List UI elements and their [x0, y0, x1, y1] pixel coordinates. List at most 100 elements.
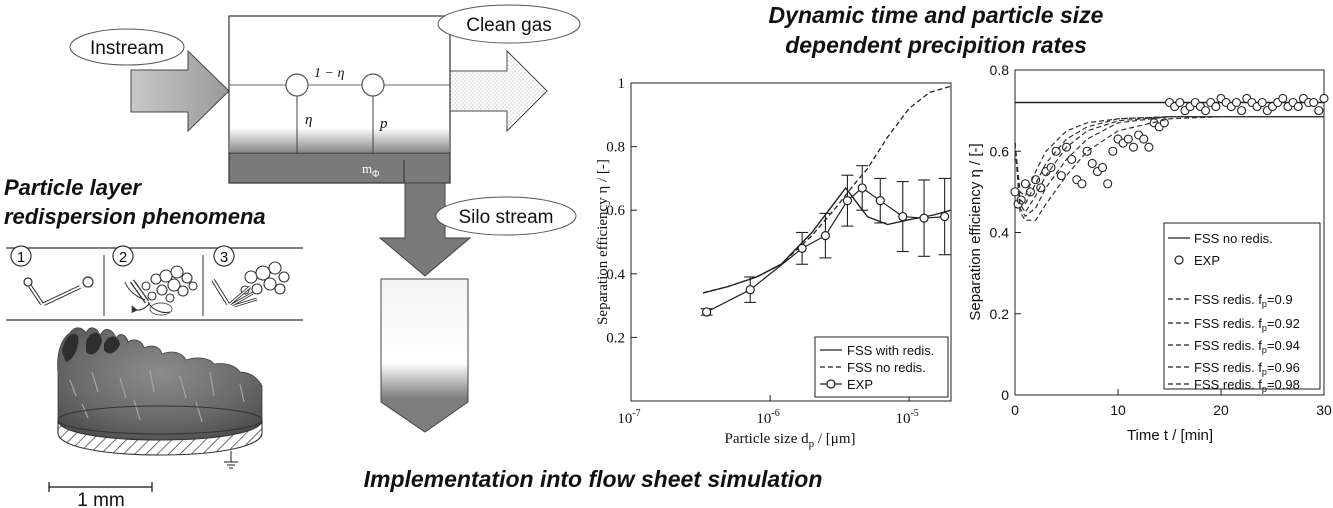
chart-2-legend-text-2: FSS redis. f	[1194, 292, 1262, 307]
chart-1-ytick-label: 0.8	[606, 140, 625, 156]
chart-2-exp-point	[1020, 179, 1030, 189]
chart-1-legend-label-1: FSS no redis.	[847, 360, 926, 375]
one-minus-eta-label: 1 − η	[314, 66, 344, 81]
heading-top-right-line1: Dynamic time and particle size	[769, 2, 1104, 28]
step-1-impact-arrow-inner	[29, 285, 43, 305]
particle-layer-dark-tufts	[62, 332, 120, 362]
chart-2-exp-point	[1257, 97, 1267, 108]
m-phi-subscript: Φ	[372, 169, 379, 180]
chart-1-ytick-label: 0.6	[606, 203, 625, 219]
step-1-particle-end	[82, 276, 94, 288]
chart-2-exp-point	[1108, 146, 1118, 156]
chart-2-legend-label-3: FSS redis. fp=0.92	[1194, 316, 1300, 333]
split-node-1	[285, 73, 309, 97]
chart-2-exp-point	[1278, 93, 1288, 103]
chart-1-exp-point	[875, 196, 885, 206]
chart-2-legend-text-6: FSS redis. f	[1194, 377, 1262, 392]
chart-2-exp-point	[1201, 106, 1211, 116]
chart-2-xtick-label: 0	[1011, 402, 1019, 418]
redispersion-panel: 1 2 3	[6, 245, 303, 321]
chart-1-series-dashed	[702, 85, 952, 294]
particle-layer-illustration: 1 mm	[48, 327, 263, 508]
step-3-lift-arrows-inner	[229, 286, 258, 307]
step-3-impact-arrow-inner	[212, 279, 229, 305]
chart-2-legend-val-2: =0.9	[1267, 292, 1293, 307]
chart-2-exp-point	[1175, 97, 1185, 108]
chart-1-xtick-exponent: -5	[910, 408, 918, 419]
chart-2-legend: FSS no redis. EXP FSS redis. fp=0.9 FSS …	[1163, 222, 1321, 394]
instream-label: Instream	[90, 38, 164, 59]
chart-1-xtick-exponent: -6	[771, 408, 779, 419]
settled-layer-gradient	[230, 128, 449, 152]
clean-gas-bubble	[437, 4, 581, 44]
chart-2-legend-text-5: FSS redis. f	[1194, 360, 1262, 375]
heading-bottom: Implementation into flow sheet simulatio…	[364, 466, 823, 492]
chart-2-ytick-label: 0.6	[990, 143, 1010, 159]
flow-sheet-diagram: 1 − η η p mΦ Instream Clean gas Silo str…	[69, 4, 581, 433]
chart-1-exp-point	[857, 183, 867, 193]
silo-container	[380, 278, 469, 433]
chart-2-legend-text-4: FSS redis. f	[1194, 338, 1262, 353]
chart-1-xtick-exponent: -7	[632, 408, 640, 419]
chart-2-exp-point	[1103, 179, 1113, 189]
chart-1-exp-point	[745, 285, 755, 295]
chart-1-xtick-label: 10-6	[756, 408, 779, 427]
m-phi-label: mΦ	[362, 161, 379, 180]
step-1-number: 1	[17, 249, 25, 266]
chart-2-exp-point	[1016, 195, 1026, 205]
chart-1-xlabel-main: Particle size d	[724, 431, 809, 447]
chart-2-exp-point	[1123, 134, 1133, 144]
chart-2-legend-val-5: =0.96	[1267, 360, 1300, 375]
chart-2-exp-point	[1139, 134, 1149, 144]
chart-1-exp-point	[797, 243, 807, 253]
substrate-top-edge	[57, 405, 263, 435]
step-3-number: 3	[220, 249, 228, 266]
heading-left-line2: redispersion phenomena	[4, 204, 266, 229]
chart-1-exp-point	[842, 196, 853, 206]
chart-2-legend-marker	[1174, 255, 1184, 265]
chart-1-ytick-label: 0.2	[606, 330, 625, 346]
chart-2-xlabel: Time t / [min]	[1127, 427, 1213, 444]
step-2-swirl	[149, 302, 173, 316]
chart-2-xtick-label: 30	[1316, 402, 1332, 418]
chart-1-exp-point	[919, 213, 929, 223]
chart-2-exp-point	[1010, 187, 1020, 197]
chart-1-series	[700, 85, 952, 317]
substrate-disk	[57, 419, 263, 456]
clean-gas-label: Clean gas	[466, 15, 552, 36]
chart-2-series-dashed	[1014, 116, 1324, 221]
silo-stream-arrow	[378, 182, 472, 277]
chart-1-ytick-label: 0.4	[606, 267, 625, 283]
chart-2-ytick-label: 0	[1001, 387, 1009, 403]
p-label: p	[379, 116, 388, 132]
chart-2-legend-label-4: FSS redis. fp=0.94	[1194, 338, 1300, 355]
chart-2-exp-point	[1128, 142, 1138, 152]
chart-2-ytick-label: 0.8	[990, 62, 1010, 78]
chart-1-series-exp-line	[706, 187, 945, 313]
step-2-impact-arrow-inner	[130, 280, 149, 303]
chart-2-legend-val-3: =0.92	[1267, 316, 1300, 331]
heading-top-right-line2: dependent precipition rates	[785, 32, 1087, 58]
chart-2-series-dashed	[1014, 116, 1324, 218]
chart-1-xlabel-unit: / [μm]	[814, 431, 855, 447]
chart-2-exp-point	[1211, 102, 1221, 112]
chart-1-xlabel: Particle size dp / [μm]	[724, 431, 855, 450]
heading-left-line1: Particle layer	[4, 175, 142, 200]
chart-2-exp-point	[1237, 106, 1247, 116]
step-1-circle	[10, 245, 32, 267]
chart-1-legend: FSS with redis. FSS no redis. EXP	[814, 336, 949, 398]
eta-label: η	[305, 112, 312, 128]
step-2-number: 2	[119, 249, 127, 266]
chart-2-legend-text-3: FSS redis. f	[1194, 316, 1262, 331]
chart-2-exp-point	[1056, 171, 1066, 181]
chart-2-legend-sub-5: p	[1262, 367, 1267, 377]
chart-2-legend-label-1: EXP	[1194, 253, 1220, 268]
chart-2-legend-label-2: FSS redis. fp=0.9	[1194, 292, 1293, 309]
chart-2-legend-sub-4: p	[1262, 345, 1267, 355]
chart-2-exp-point	[1231, 97, 1241, 108]
chart-1-exp-point	[898, 211, 908, 222]
